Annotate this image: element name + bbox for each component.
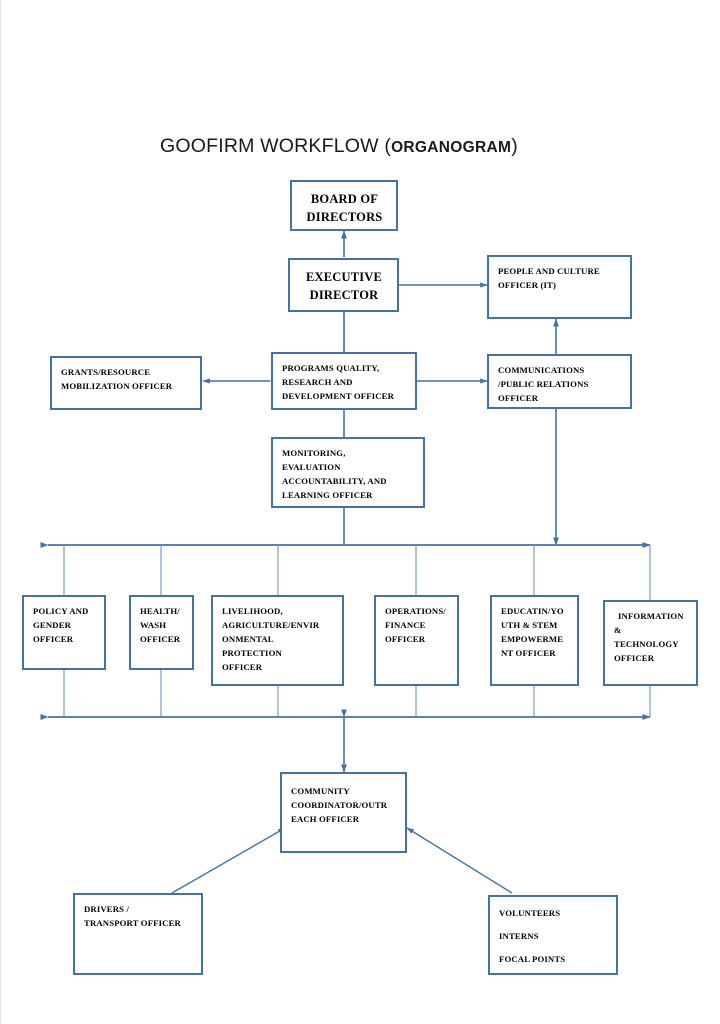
node-line: OFFICER	[33, 634, 74, 645]
node-line: FOCAL POINTS	[499, 954, 566, 965]
node-drivers-transport-officer[interactable]: DRIVERS / TRANSPORT OFFICER	[73, 893, 203, 975]
node-line: EDUCATIN/YO	[501, 606, 564, 616]
node-line: INFORMATION	[618, 611, 684, 621]
page-title-emphasis: ORGANOGRAM	[391, 139, 512, 156]
node-livelihood-agriculture-environmental-protection-officer[interactable]: LIVELIHOOD, AGRICULTURE/ENVIR ONMENTAL P…	[211, 595, 344, 686]
node-line: OFFICER	[385, 634, 426, 645]
node-education-youth-stem-empowerment-officer[interactable]: EDUCATIN/YO UTH & STEM EMPOWERME NT OFFI…	[490, 595, 579, 686]
node-line: PROTECTION	[222, 648, 282, 659]
node-operations-finance-officer[interactable]: OPERATIONS/ FINANCE OFFICER	[374, 595, 459, 686]
node-line: POLICY AND	[33, 606, 89, 616]
node-line: AGRICULTURE/ENVIR	[222, 620, 320, 631]
page-title-main: GOOFIRM WORKFLOW (	[160, 135, 392, 157]
node-line: MONITORING,	[282, 448, 346, 458]
node-line: OFFICER	[140, 634, 181, 645]
node-information-technology-officer[interactable]: INFORMATION & TECHNOLOGY OFFICER	[603, 600, 698, 686]
node-line: GRANTS/RESOURCE	[61, 367, 151, 377]
node-grants-resource-mobilization-officer[interactable]: GRANTS/RESOURCE MOBILIZATION OFFICER	[50, 356, 202, 410]
edge-volunteers-to-community	[406, 827, 513, 894]
node-volunteers-interns-focal-points[interactable]: VOLUNTEERS INTERNS FOCAL POINTS	[488, 895, 618, 975]
node-line: HEALTH/	[140, 606, 180, 616]
node-line: LIVELIHOOD,	[222, 606, 283, 616]
node-communications-public-relations-officer[interactable]: COMMUNICATIONS /PUBLIC RELATIONS OFFICER	[487, 354, 632, 409]
node-line: EVALUATION	[282, 462, 341, 473]
node-line: WASH	[140, 620, 167, 631]
node-line: VOLUNTEERS	[499, 908, 561, 918]
node-line: ACCOUNTABILITY, AND	[282, 476, 387, 487]
node-line: COMMUNITY	[291, 786, 350, 796]
edge-drivers-to-community	[171, 827, 286, 894]
node-policy-and-gender-officer[interactable]: POLICY AND GENDER OFFICER	[22, 595, 106, 670]
node-line: TECHNOLOGY	[614, 639, 679, 650]
node-programs-quality-research-development-officer[interactable]: PROGRAMS QUALITY, RESEARCH AND DEVELOPME…	[271, 352, 417, 410]
node-line: OPERATIONS/	[385, 606, 446, 616]
node-line: DRIVERS /	[84, 904, 130, 914]
node-line: ONMENTAL	[222, 634, 274, 645]
node-line: OFFICER (IT)	[498, 280, 557, 291]
node-monitoring-evaluation-accountability-learning-officer[interactable]: MONITORING, EVALUATION ACCOUNTABILITY, A…	[271, 437, 425, 508]
node-line: UTH & STEM	[501, 620, 558, 631]
page-title: GOOFIRM WORKFLOW (ORGANOGRAM)	[160, 135, 518, 158]
page-title-close: )	[511, 135, 518, 157]
node-line: &	[614, 625, 622, 636]
node-line: DEVELOPMENT OFFICER	[282, 391, 395, 402]
node-board-of-directors[interactable]: BOARD OF DIRECTORS	[290, 180, 398, 231]
node-line: EACH OFFICER	[291, 814, 360, 825]
node-line: GENDER	[33, 620, 72, 631]
node-line: OFFICER	[614, 653, 655, 664]
node-line: INTERNS	[499, 931, 539, 942]
node-health-wash-officer[interactable]: HEALTH/ WASH OFFICER	[129, 595, 194, 670]
node-line: EMPOWERME	[501, 634, 564, 645]
node-line: DIRECTOR	[309, 287, 379, 302]
node-community-coordinator-outreach-officer[interactable]: COMMUNITY COORDINATOR/OUTR EACH OFFICER	[280, 772, 407, 853]
node-line: COMMUNICATIONS	[498, 365, 585, 375]
node-line: OFFICER	[498, 393, 539, 404]
node-line: PROGRAMS QUALITY,	[282, 363, 380, 373]
node-line: DIRECTORS	[306, 209, 383, 224]
node-line: /PUBLIC RELATIONS	[498, 379, 589, 390]
node-line: COORDINATOR/OUTR	[291, 800, 388, 811]
node-line: RESEARCH AND	[282, 377, 353, 388]
node-line: OFFICER	[222, 662, 263, 673]
node-line: FINANCE	[385, 620, 426, 631]
node-line: TRANSPORT OFFICER	[84, 918, 181, 929]
node-line: LEARNING OFFICER	[282, 490, 373, 501]
node-line: EXECUTIVE	[305, 270, 383, 284]
node-line: PEOPLE AND CULTURE	[498, 266, 600, 276]
node-line: NT OFFICER	[501, 648, 556, 659]
node-people-and-culture-officer[interactable]: PEOPLE AND CULTURE OFFICER (IT)	[487, 255, 632, 319]
node-executive-director[interactable]: EXECUTIVE DIRECTOR	[288, 258, 399, 312]
node-line: MOBILIZATION OFFICER	[61, 381, 173, 392]
node-line: BOARD OF	[310, 192, 379, 206]
